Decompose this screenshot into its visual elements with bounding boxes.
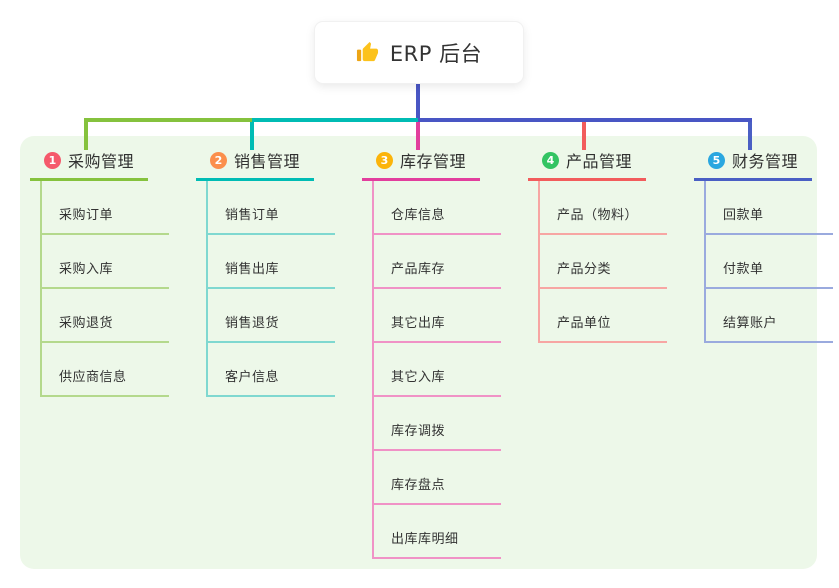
child-node[interactable]: 采购订单 bbox=[40, 181, 169, 235]
branch: 5 财务管理 回款单付款单结算账户 bbox=[694, 148, 839, 343]
child-label: 回款单 bbox=[723, 208, 764, 223]
child-label: 其它出库 bbox=[391, 316, 446, 331]
child-label: 付款单 bbox=[723, 262, 764, 277]
branch-label: 产品管理 bbox=[565, 152, 632, 171]
child-node[interactable]: 产品（物料） bbox=[538, 181, 667, 235]
branch-header[interactable]: 1 采购管理 bbox=[30, 148, 148, 181]
child-label: 采购退货 bbox=[59, 316, 114, 331]
child-node[interactable]: 产品分类 bbox=[538, 235, 667, 289]
child-node[interactable]: 采购入库 bbox=[40, 235, 169, 289]
child-node[interactable]: 结算账户 bbox=[704, 289, 833, 343]
child-node[interactable]: 销售退货 bbox=[206, 289, 335, 343]
child-label: 产品库存 bbox=[391, 262, 446, 277]
child-node[interactable]: 付款单 bbox=[704, 235, 833, 289]
branch-number-badge: 1 bbox=[43, 151, 61, 169]
branch-children: 产品（物料） 产品分类产品单位 bbox=[538, 181, 667, 343]
branch-children: 仓库信息产品库存其它出库其它入库库存调拨库存盘点出库库明细 bbox=[372, 181, 501, 559]
child-label: 客户信息 bbox=[225, 370, 280, 385]
branch-label: 销售管理 bbox=[233, 152, 300, 171]
child-node[interactable]: 产品库存 bbox=[372, 235, 501, 289]
child-node[interactable]: 仓库信息 bbox=[372, 181, 501, 235]
child-label: 供应商信息 bbox=[59, 370, 127, 385]
branch: 3 库存管理 仓库信息产品库存其它出库其它入库库存调拨库存盘点出库库明细 bbox=[362, 148, 522, 559]
branch-children: 销售订单销售出库销售退货客户信息 bbox=[206, 181, 335, 397]
child-node[interactable]: 产品单位 bbox=[538, 289, 667, 343]
branch-children: 采购订单采购入库采购退货供应商信息 bbox=[40, 181, 169, 397]
root-node[interactable]: ERP 后台 bbox=[315, 22, 523, 83]
child-node[interactable]: 其它入库 bbox=[372, 343, 501, 397]
child-node[interactable]: 销售订单 bbox=[206, 181, 335, 235]
child-node[interactable]: 供应商信息 bbox=[40, 343, 169, 397]
child-node[interactable]: 销售出库 bbox=[206, 235, 335, 289]
branch-label: 库存管理 bbox=[399, 152, 466, 171]
child-label: 采购入库 bbox=[59, 262, 114, 277]
root-label: ERP 后台 bbox=[389, 41, 483, 66]
child-label: 销售订单 bbox=[225, 208, 280, 223]
child-label: 产品分类 bbox=[557, 262, 612, 277]
branch: 4 产品管理 产品（物料） 产品分类产品单位 bbox=[528, 148, 688, 343]
child-label: 其它入库 bbox=[391, 370, 446, 385]
child-node[interactable]: 库存调拨 bbox=[372, 397, 501, 451]
branch-header[interactable]: 3 库存管理 bbox=[362, 148, 480, 181]
child-label: 出库库明细 bbox=[391, 532, 459, 547]
thumbs-up-icon bbox=[356, 41, 378, 62]
branch-number-badge: 3 bbox=[375, 151, 393, 169]
child-label: 库存调拨 bbox=[391, 424, 446, 439]
child-node[interactable]: 其它出库 bbox=[372, 289, 501, 343]
branch-label: 采购管理 bbox=[67, 152, 134, 171]
child-label: 库存盘点 bbox=[391, 478, 446, 493]
child-label: 结算账户 bbox=[723, 316, 778, 331]
child-label: 产品（物料） bbox=[557, 208, 639, 223]
child-label: 仓库信息 bbox=[391, 208, 446, 223]
connector-bus-segment bbox=[84, 118, 252, 122]
branches-panel bbox=[20, 136, 817, 569]
child-label: 销售退货 bbox=[225, 316, 280, 331]
child-label: 采购订单 bbox=[59, 208, 114, 223]
connector-bus-segment bbox=[252, 118, 418, 122]
branch-label: 财务管理 bbox=[731, 152, 798, 171]
connector-root-drop bbox=[416, 83, 420, 118]
branch-header[interactable]: 2 销售管理 bbox=[196, 148, 314, 181]
child-label: 产品单位 bbox=[557, 316, 612, 331]
branch-header[interactable]: 4 产品管理 bbox=[528, 148, 646, 181]
child-node[interactable]: 客户信息 bbox=[206, 343, 335, 397]
branch-children: 回款单付款单结算账户 bbox=[704, 181, 833, 343]
connector-bus-segment bbox=[418, 118, 752, 122]
branch-number-badge: 5 bbox=[707, 151, 725, 169]
branch-number-badge: 4 bbox=[541, 151, 559, 169]
branch-header[interactable]: 5 财务管理 bbox=[694, 148, 812, 181]
child-node[interactable]: 库存盘点 bbox=[372, 451, 501, 505]
branch: 1 采购管理 采购订单采购入库采购退货供应商信息 bbox=[30, 148, 190, 397]
child-node[interactable]: 出库库明细 bbox=[372, 505, 501, 559]
child-node[interactable]: 回款单 bbox=[704, 181, 833, 235]
branch-number-badge: 2 bbox=[209, 151, 227, 169]
branch: 2 销售管理 销售订单销售出库销售退货客户信息 bbox=[196, 148, 356, 397]
child-label: 销售出库 bbox=[225, 262, 280, 277]
child-node[interactable]: 采购退货 bbox=[40, 289, 169, 343]
